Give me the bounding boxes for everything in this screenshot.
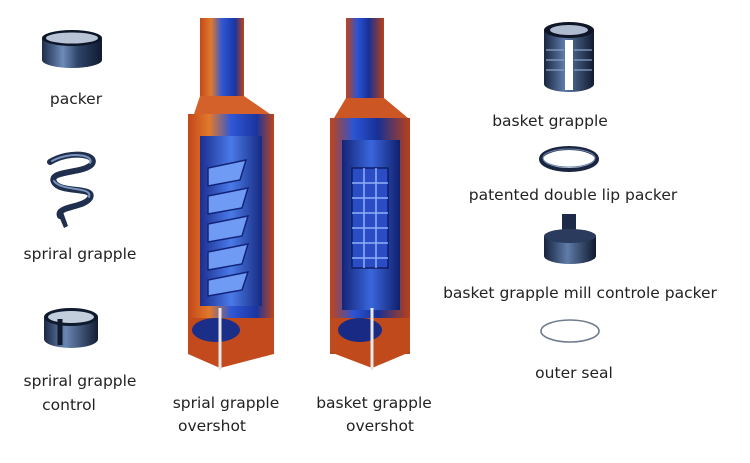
spiral-grapple-label: spriral grapple	[23, 245, 137, 263]
spiral-grapple-image	[40, 148, 106, 230]
basket-grapple-overshot-image	[330, 18, 412, 370]
basket-overshot-label-1: basket grapple	[316, 394, 432, 412]
spiral-grapple-overshot-image	[186, 18, 278, 373]
outer-seal-image	[538, 316, 602, 346]
mill-control-packer-label: basket grapple mill controle packer	[443, 284, 717, 302]
mill-control-packer-image	[540, 212, 600, 266]
spiral-overshot-label-2: overshot	[177, 417, 247, 435]
basket-overshot-label-2: overshot	[345, 417, 415, 435]
basket-grapple-label: basket grapple	[492, 112, 608, 130]
packer-label: packer	[49, 90, 103, 108]
spiral-grapple-control-image	[40, 305, 102, 353]
spiral-grapple-control-label-2: control	[42, 396, 96, 414]
spiral-overshot-label-1: sprial grapple	[172, 394, 280, 412]
spiral-grapple-control-label-1: spriral grapple	[23, 372, 137, 390]
basket-grapple-image	[540, 20, 598, 94]
double-lip-packer-image	[538, 144, 600, 174]
packer-ring-image	[38, 28, 106, 72]
double-lip-packer-label: patented double lip packer	[468, 186, 678, 204]
outer-seal-label: outer seal	[535, 364, 613, 382]
